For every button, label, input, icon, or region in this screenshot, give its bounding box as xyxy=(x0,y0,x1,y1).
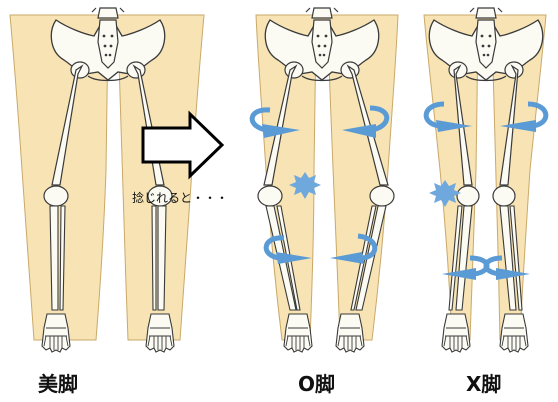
rotation-arrow-icon xyxy=(263,235,312,264)
knee-left xyxy=(43,185,69,207)
knee-left xyxy=(456,185,480,207)
rotation-arrow-icon xyxy=(500,101,549,132)
rotation-arrow-icon xyxy=(342,105,390,138)
foot-right xyxy=(145,313,175,353)
rotation-arrow-icon xyxy=(330,233,378,264)
rotation-arrow-icon xyxy=(249,107,300,138)
foot-left xyxy=(283,313,313,353)
foot-left xyxy=(41,313,71,353)
label-x-legs: X脚 xyxy=(466,372,502,396)
figure-normal-legs xyxy=(9,7,205,353)
knee-right xyxy=(492,185,516,207)
rotation-arrow-icon xyxy=(423,101,472,132)
label-normal-legs: 美脚 xyxy=(38,372,78,396)
shin-right xyxy=(151,205,167,311)
rotation-arrow-icon xyxy=(483,255,530,280)
label-o-legs: O脚 xyxy=(298,372,336,396)
femur-left xyxy=(51,64,84,186)
knee-left xyxy=(257,185,283,207)
transition-arrow xyxy=(141,110,225,180)
foot-left xyxy=(441,313,471,353)
shin-left xyxy=(49,205,66,311)
knee-right xyxy=(369,185,395,207)
stress-burst-icon xyxy=(289,172,321,199)
foot-right xyxy=(335,313,365,353)
transition-caption: 捻じれると・・・ xyxy=(132,191,229,205)
figure-x-legs xyxy=(423,7,549,353)
stress-burst-icon xyxy=(429,180,461,207)
figure-o-legs xyxy=(249,7,399,353)
foot-right xyxy=(499,313,529,353)
